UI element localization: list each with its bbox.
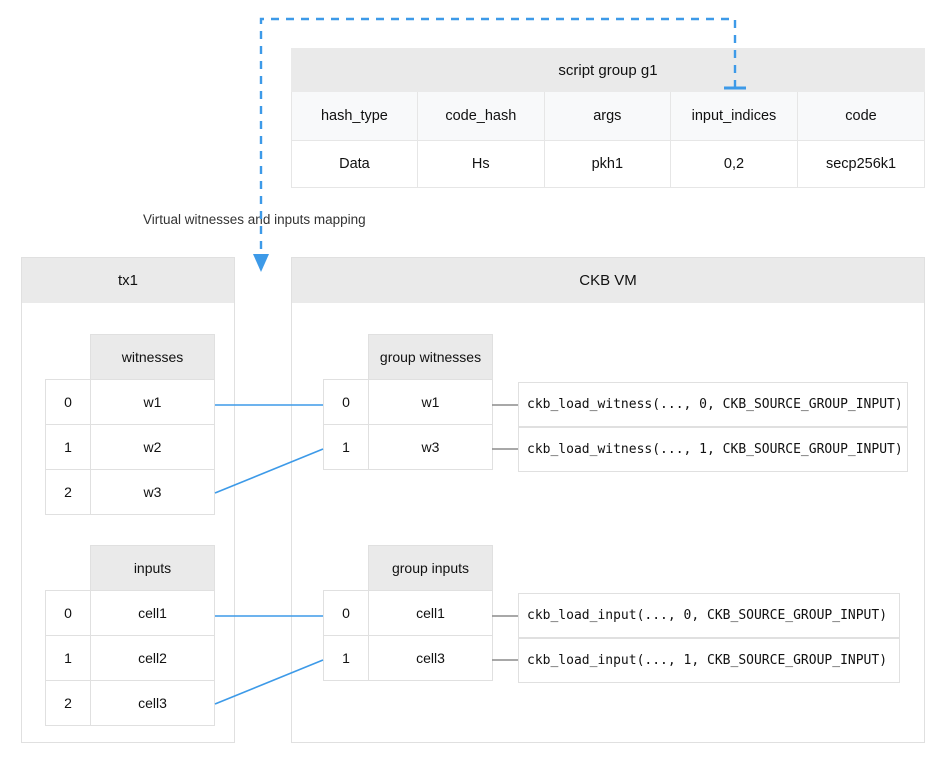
group-witness-value-1: w3 (368, 424, 493, 470)
witnesses-header: witnesses (90, 334, 215, 380)
input-index-2: 2 (45, 680, 91, 726)
call-box-load-witness-0: ckb_load_witness(..., 0, CKB_SOURCE_GROU… (518, 382, 908, 427)
column-code: code (797, 91, 925, 141)
input-index-1: 1 (45, 635, 91, 681)
script-group-column-row: hash_type code_hash args input_indices c… (291, 91, 925, 141)
value-args: pkh1 (543, 140, 671, 188)
input-value-0: cell1 (90, 590, 215, 636)
group-input-index-0: 0 (323, 590, 369, 636)
table-row: 1 cell2 (45, 635, 215, 681)
witness-index-0: 0 (45, 379, 91, 425)
group-inputs-table: group inputs 0 cell1 1 cell3 (323, 545, 493, 681)
value-code-hash: Hs (416, 140, 545, 188)
call-box-load-input-1: ckb_load_input(..., 1, CKB_SOURCE_GROUP_… (518, 638, 900, 683)
witness-value-1: w2 (90, 424, 215, 470)
table-row: 1 w2 (45, 424, 215, 470)
script-group-title-row: script group g1 (291, 48, 925, 92)
group-input-index-1: 1 (323, 635, 369, 681)
column-input-indices: input_indices (669, 91, 799, 141)
table-row: 2 cell3 (45, 680, 215, 726)
input-index-0: 0 (45, 590, 91, 636)
input-value-1: cell2 (90, 635, 215, 681)
table-row: 0 cell1 (45, 590, 215, 636)
script-group-title: script group g1 (291, 48, 925, 92)
value-input-indices: 0,2 (669, 140, 799, 188)
script-group-table: script group g1 hash_type code_hash args… (291, 48, 925, 188)
call-box-load-input-0: ckb_load_input(..., 0, CKB_SOURCE_GROUP_… (518, 593, 900, 638)
table-row: 0 cell1 (323, 590, 493, 636)
inputs-header-row: inputs (46, 545, 215, 591)
group-witnesses-table: group witnesses 0 w1 1 w3 (323, 334, 493, 470)
witness-value-0: w1 (90, 379, 215, 425)
column-hash-type: hash_type (291, 91, 418, 141)
value-hash-type: Data (291, 140, 418, 188)
table-row: 1 w3 (323, 424, 493, 470)
group-witness-value-0: w1 (368, 379, 493, 425)
table-row: 0 w1 (323, 379, 493, 425)
value-code: secp256k1 (797, 140, 925, 188)
group-input-value-0: cell1 (368, 590, 493, 636)
witness-index-1: 1 (45, 424, 91, 470)
witness-index-2: 2 (45, 469, 91, 515)
group-inputs-header-row: group inputs (324, 545, 493, 591)
column-args: args (543, 91, 671, 141)
group-witnesses-header-row: group witnesses (324, 334, 493, 380)
witness-value-2: w3 (90, 469, 215, 515)
group-input-value-1: cell3 (368, 635, 493, 681)
tx1-title: tx1 (22, 258, 234, 303)
group-witness-index-0: 0 (323, 379, 369, 425)
inputs-table: inputs 0 cell1 1 cell2 2 cell3 (45, 545, 215, 726)
witnesses-header-row: witnesses (46, 334, 215, 380)
witnesses-table: witnesses 0 w1 1 w2 2 w3 (45, 334, 215, 515)
mapping-caption: Virtual witnesses and inputs mapping (143, 212, 366, 227)
column-code-hash: code_hash (416, 91, 545, 141)
group-inputs-header: group inputs (368, 545, 493, 591)
group-witness-index-1: 1 (323, 424, 369, 470)
table-row: 2 w3 (45, 469, 215, 515)
ckb-vm-title: CKB VM (292, 258, 924, 303)
table-row: 0 w1 (45, 379, 215, 425)
inputs-header: inputs (90, 545, 215, 591)
group-witnesses-header: group witnesses (368, 334, 493, 380)
table-row: 1 cell3 (323, 635, 493, 681)
call-box-load-witness-1: ckb_load_witness(..., 1, CKB_SOURCE_GROU… (518, 427, 908, 472)
script-group-value-row: Data Hs pkh1 0,2 secp256k1 (291, 140, 925, 188)
input-value-2: cell3 (90, 680, 215, 726)
